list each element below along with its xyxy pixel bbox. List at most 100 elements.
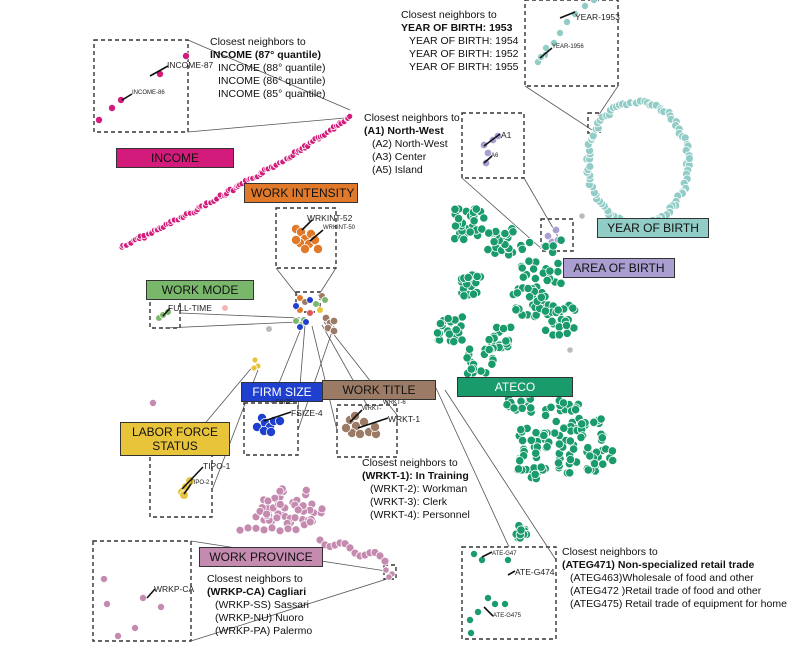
ateco-point <box>559 423 569 433</box>
ateco-point <box>483 245 493 255</box>
ateco-point <box>468 289 479 299</box>
neighbors-ateco: Closest neighbors to (ATEG471) Non-speci… <box>562 546 787 611</box>
neighbors-work-province: Closest neighbors to (WRKP-CA) Cagliari … <box>207 573 312 638</box>
ateco-point <box>551 416 561 427</box>
other-point <box>566 346 574 354</box>
income-zoom-point <box>117 96 126 105</box>
neighbors-work-title: Closest neighbors to (WRKT-1): In Traini… <box>362 457 470 522</box>
neighbors-target: (WRKP-CA) Cagliari <box>207 586 307 598</box>
point-label: WRKT-6 <box>383 400 406 406</box>
ateco-point <box>536 292 547 302</box>
lfs-zoom-point <box>179 490 189 500</box>
ateco-point <box>484 335 494 345</box>
point-label: INCOME-86 <box>132 90 165 96</box>
pointer-line <box>507 570 516 576</box>
point-label: FSIZE <box>276 400 294 406</box>
point-label: FULL-TIME <box>168 303 212 313</box>
ateco-zoom-point <box>483 594 492 603</box>
year-zoom-point <box>556 28 565 37</box>
work-mode-zoom-point <box>164 308 172 316</box>
point-label: A6 <box>491 153 499 159</box>
ateco-point <box>530 273 541 284</box>
lfs-point <box>250 364 258 372</box>
work-intensity-point <box>290 234 301 245</box>
central-point <box>296 294 304 302</box>
point-label: A1 <box>501 130 512 140</box>
connector-line <box>187 117 346 133</box>
connector-line <box>524 85 593 131</box>
ateco-point <box>547 316 557 326</box>
ateco-point <box>577 419 587 429</box>
pointer-line <box>146 588 156 599</box>
ateco-point <box>517 244 527 254</box>
neighbors-target: INCOME (87° quantile) <box>210 49 321 61</box>
income-zoom-point <box>108 104 117 113</box>
central-point <box>316 306 324 314</box>
ateco-point <box>583 465 593 475</box>
neighbors-item: (A2) North-West <box>372 138 448 150</box>
label-work-intensity: WORK INTENSITY <box>244 183 358 203</box>
ateco-point <box>556 235 566 245</box>
ateco-point <box>542 442 552 452</box>
firm-size-point <box>296 323 304 331</box>
neighbors-item: INCOME (85° quantile) <box>218 88 326 100</box>
ateco-point <box>589 459 600 469</box>
ateco-point <box>508 227 518 237</box>
connector-line <box>317 267 337 297</box>
ateco-point <box>516 525 526 535</box>
pointer-line <box>181 466 204 490</box>
ateco-point <box>597 433 607 443</box>
work-province-point <box>262 509 272 519</box>
label-income: INCOME <box>116 148 234 168</box>
ateco-point <box>589 417 599 427</box>
ateco-point <box>432 328 443 338</box>
neighbors-item: (ATEG472 )Retail trade of food and other <box>570 585 762 597</box>
point-label: TIPO-1 <box>203 461 231 471</box>
ateco-point <box>476 366 486 376</box>
work-intensity-point <box>312 243 323 254</box>
ateco-point <box>553 458 564 468</box>
neighbors-header: Closest neighbors to <box>207 573 303 585</box>
neighbors-item: INCOME (88° quantile) <box>218 62 326 74</box>
other-point <box>265 325 273 333</box>
ateco-point <box>512 288 522 298</box>
ateco-point <box>536 462 546 472</box>
point-label: YEAR-1953 <box>575 12 620 22</box>
pointer-line <box>483 155 493 164</box>
work-province-point <box>385 573 393 581</box>
ateco-zoom-point <box>465 616 474 625</box>
ateco-point <box>451 325 461 335</box>
zoom-box-area-of-birth <box>461 112 525 179</box>
year-zoom-point <box>550 39 559 48</box>
point-label: FSIZE-4 <box>291 408 323 418</box>
neighbors-item: (WRKP-NU) Nuoro <box>215 612 304 624</box>
year-of-birth-point <box>585 162 595 171</box>
area-of-birth-point <box>543 231 553 241</box>
neighbors-header: Closest neighbors to <box>364 112 460 124</box>
ateco-point <box>598 459 608 469</box>
area-zoom-point <box>481 158 491 168</box>
work-province-point <box>275 486 285 496</box>
pointer-line <box>149 65 169 77</box>
zoom-box-income <box>93 39 189 133</box>
point-label: WRKT-1 <box>388 414 421 424</box>
income-zoom-point <box>95 116 104 125</box>
connector-line <box>311 325 338 431</box>
ateco-point <box>449 336 459 347</box>
ateco-point <box>526 403 536 413</box>
ateco-point <box>523 283 533 294</box>
connector-line <box>187 39 351 111</box>
ateco-point <box>462 353 472 363</box>
province-zoom-point <box>100 575 109 584</box>
province-zoom-point <box>130 624 139 633</box>
label-work-title: WORK TITLE <box>322 380 436 400</box>
ateco-point <box>570 405 581 415</box>
central-point <box>321 296 329 304</box>
ateco-point <box>484 344 494 355</box>
work-province-point <box>317 504 327 514</box>
work-province-point <box>301 485 311 495</box>
work-province-point <box>275 499 285 509</box>
ateco-point <box>501 336 511 346</box>
work-province-point <box>290 513 300 523</box>
